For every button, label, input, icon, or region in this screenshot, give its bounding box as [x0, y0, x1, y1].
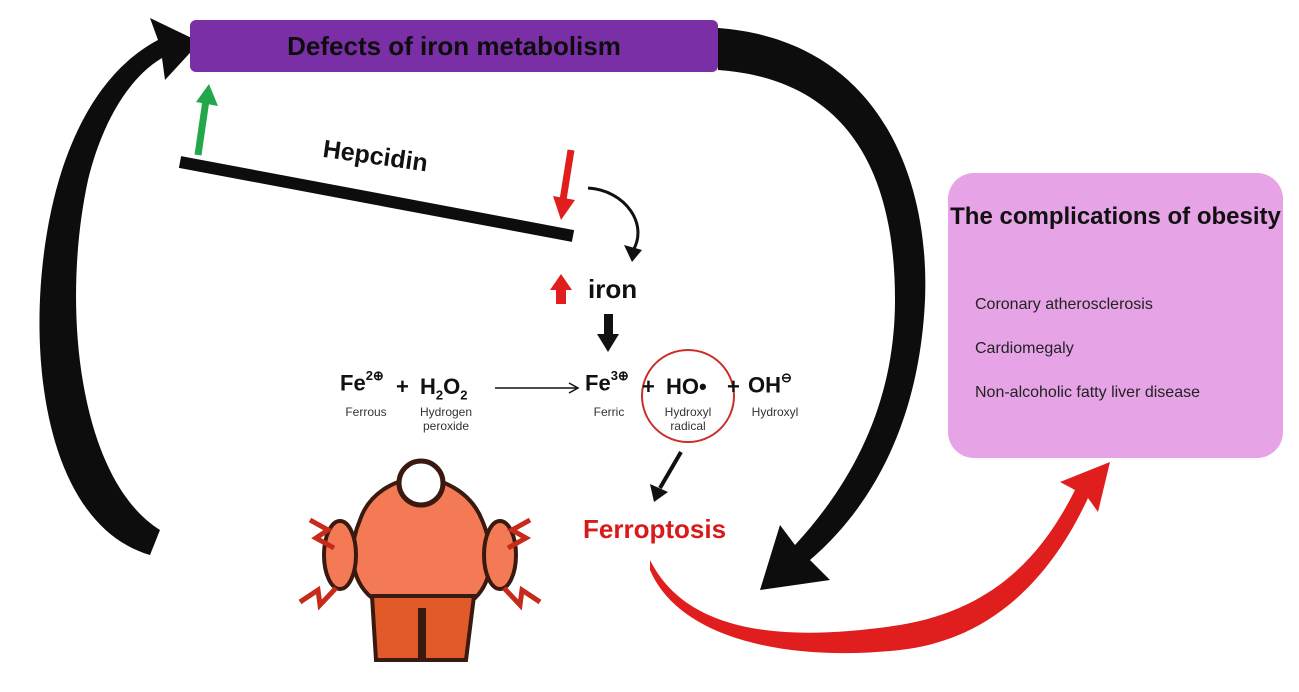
ferric-symbol: Fe3⊕	[585, 368, 629, 396]
complications-box: The complications of obesity Coronary at…	[948, 173, 1283, 458]
complication-item: Cardiomegaly	[975, 340, 1074, 357]
plus-sign-2: +	[642, 374, 655, 399]
right-cycle-arrow	[718, 28, 926, 590]
left-cycle-arrow	[39, 18, 200, 555]
peroxide-label: Hydrogen peroxide	[419, 405, 473, 433]
curved-arrow-to-iron	[587, 186, 642, 262]
complications-title: The complications of obesity	[950, 203, 1281, 230]
hydroxide-symbol: OH⊖	[748, 370, 792, 398]
red-down-arrow	[553, 149, 575, 220]
iron-down-arrow	[597, 314, 619, 352]
hydroxide-label: Hydroxyl	[751, 405, 799, 419]
iron-label: iron	[588, 274, 638, 304]
obese-person-icon	[298, 458, 542, 662]
ferroptosis-label: Ferroptosis	[583, 514, 727, 544]
plus-sign-3: +	[727, 374, 740, 399]
complication-item: Coronary atherosclerosis	[975, 296, 1153, 313]
defects-of-iron-metabolism-box: Defects of iron metabolism	[190, 20, 718, 72]
ferrous-label: Ferrous	[345, 405, 387, 419]
hydroxyl-radical-label: Hydroxyl radical	[664, 405, 712, 433]
ferrous-symbol: Fe2⊕	[340, 368, 384, 396]
hepcidin-bar	[178, 156, 575, 242]
complication-item: Non-alcoholic fatty liver disease	[975, 384, 1200, 401]
hydroxyl-radical-symbol: HO•	[666, 374, 707, 399]
ferroptosis-to-complications-arrow	[650, 462, 1110, 654]
reaction-arrow	[495, 382, 580, 394]
ferric-label: Ferric	[593, 405, 625, 419]
peroxide-symbol: H2O2	[420, 374, 468, 403]
defects-title: Defects of iron metabolism	[287, 30, 621, 61]
radical-to-ferroptosis-arrow	[650, 450, 683, 502]
radical-highlight-circle	[641, 349, 735, 443]
plus-sign-1: +	[396, 374, 409, 399]
green-up-arrow	[194, 84, 218, 156]
iron-increase-arrow	[550, 274, 572, 304]
